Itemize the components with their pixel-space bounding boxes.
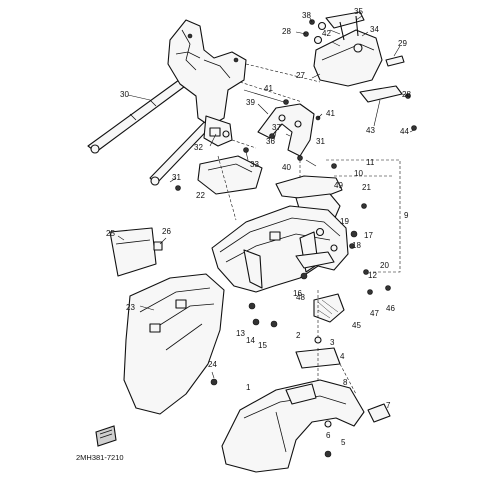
label-29: 29 — [398, 39, 407, 48]
label-2: 2 — [296, 331, 301, 340]
label-41-a: 41 — [264, 84, 273, 93]
manual-icon — [95, 425, 117, 447]
label-11: 11 — [366, 158, 375, 167]
label-1: 1 — [246, 383, 251, 392]
label-36: 36 — [266, 137, 275, 146]
label-15: 15 — [258, 341, 267, 350]
label-26: 26 — [162, 227, 171, 236]
label-14: 14 — [246, 336, 255, 345]
part-39-bracket — [257, 99, 321, 161]
part-1-front-fender — [221, 336, 391, 473]
label-37: 37 — [272, 123, 281, 132]
label-35: 35 — [354, 7, 363, 16]
label-39: 39 — [246, 98, 255, 107]
label-31-a: 31 — [172, 173, 181, 182]
part-carrier-frame — [167, 19, 247, 147]
label-42: 42 — [322, 29, 331, 38]
part-30-rail — [87, 71, 221, 186]
diagram-code: 2MH381-7210 — [76, 453, 124, 462]
part-labels: 1 2 3 4 5 6 7 8 9 10 11 12 13 14 15 16 1… — [106, 7, 411, 447]
part-25-flap — [109, 227, 163, 277]
label-33: 33 — [250, 160, 259, 169]
label-28-b: 28 — [402, 90, 411, 99]
label-22: 22 — [196, 191, 205, 200]
label-30: 30 — [120, 90, 129, 99]
label-49: 49 — [334, 181, 343, 190]
label-19: 19 — [340, 217, 349, 226]
label-5: 5 — [341, 438, 346, 447]
label-18: 18 — [352, 241, 361, 250]
label-41-b: 41 — [326, 109, 335, 118]
label-48: 48 — [296, 293, 305, 302]
label-6: 6 — [326, 431, 331, 440]
label-21: 21 — [362, 183, 371, 192]
label-20: 20 — [380, 261, 389, 270]
part-rear-fender — [211, 205, 349, 293]
label-27: 27 — [296, 71, 305, 80]
label-25: 25 — [106, 229, 115, 238]
label-16: 16 — [293, 289, 302, 298]
label-17: 17 — [364, 231, 373, 240]
label-28-a: 28 — [282, 27, 291, 36]
label-45: 45 — [352, 321, 361, 330]
label-43: 43 — [366, 126, 375, 135]
label-4: 4 — [340, 352, 345, 361]
label-40: 40 — [282, 163, 291, 172]
label-12: 12 — [368, 271, 377, 280]
part-23-inner-fender — [123, 273, 225, 415]
label-32: 32 — [194, 143, 203, 152]
label-13: 13 — [236, 329, 245, 338]
label-44: 44 — [400, 127, 409, 136]
assembly-lines — [217, 63, 401, 395]
label-31-b: 31 — [316, 137, 325, 146]
label-24: 24 — [208, 360, 217, 369]
leader-lines — [117, 15, 415, 379]
fasteners — [175, 147, 391, 328]
label-38: 38 — [302, 11, 311, 20]
part-rear-bracket — [303, 11, 417, 131]
part-22-plate — [197, 155, 263, 195]
label-8: 8 — [343, 378, 348, 387]
label-3: 3 — [330, 338, 335, 347]
label-46: 46 — [386, 304, 395, 313]
label-7: 7 — [386, 401, 391, 410]
part-45-guard — [313, 293, 345, 323]
label-9: 9 — [404, 211, 409, 220]
label-23: 23 — [126, 303, 135, 312]
label-34: 34 — [370, 25, 379, 34]
label-47: 47 — [370, 309, 379, 318]
label-10: 10 — [354, 169, 363, 178]
